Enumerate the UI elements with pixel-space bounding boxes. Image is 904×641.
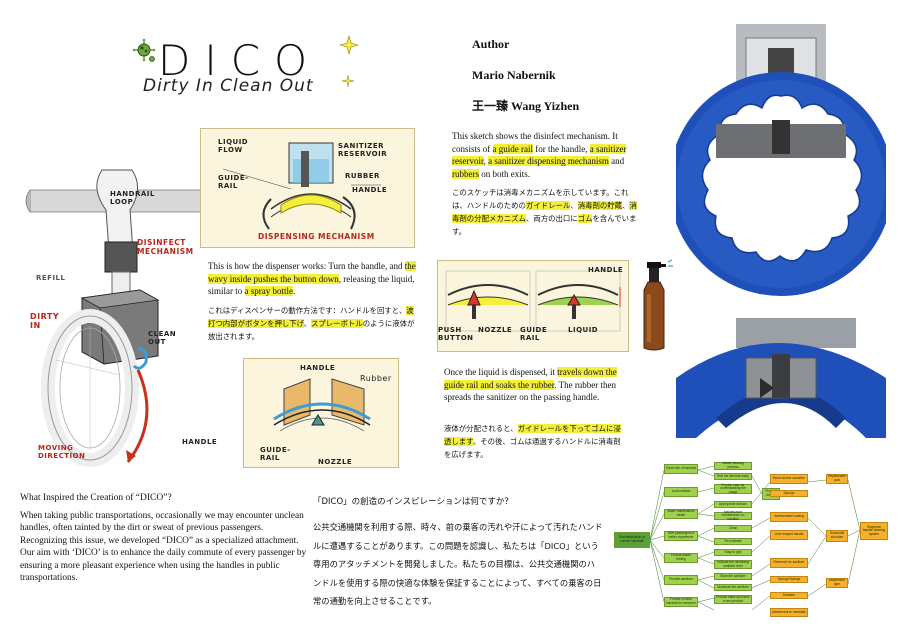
flow-node: Store the sanitizer xyxy=(714,573,752,580)
label-guide-rail-3: GUIDE RAIL xyxy=(520,326,548,342)
logo-virus-icon xyxy=(132,38,158,64)
label-rubber-2: Rubber xyxy=(360,374,392,383)
logo-title: DICO xyxy=(158,36,322,85)
label-push-button: PUSH BUTTON xyxy=(438,326,474,342)
flow-node: Make maintenance easier xyxy=(664,509,698,519)
label-rubber: RUBBER xyxy=(345,172,380,180)
flow-node: Clean xyxy=(714,525,752,532)
liquid-text-en: Once the liquid is dispensed, it travels… xyxy=(444,367,617,402)
flow-node: Replaceable part xyxy=(826,474,848,484)
flow-node: Provide sanitizer xyxy=(664,575,698,585)
inspiration-body-en: When taking public transportations, occa… xyxy=(20,511,307,584)
flow-node: Provide a clean handrail for everyone xyxy=(664,597,698,607)
render-ring-top xyxy=(676,24,886,312)
dispensing-caption: DISPENSING MECHANISM xyxy=(258,232,375,241)
flow-node: Reservoir for sanitizer xyxy=(770,558,808,568)
label-nozzle-3: NOZZLE xyxy=(478,326,513,334)
label-guide-rail-2: GUIDE-RAIL xyxy=(260,446,291,462)
flow-node: Attachment type xyxy=(826,578,848,588)
label-clean-out: CLEAN OUT xyxy=(148,330,177,346)
push-button-sketch xyxy=(437,260,629,352)
inspiration-heading-en: What Inspired the Creation of “DICO”? xyxy=(20,493,172,503)
sparkle-icon xyxy=(338,34,360,56)
flow-node: Brush and/or scrubber xyxy=(770,474,808,484)
label-nozzle-2: NOZZLE xyxy=(318,458,353,466)
flow-node: Attachment to handrails xyxy=(770,608,808,617)
flow-node: Liner shaped handle xyxy=(770,530,808,540)
inspiration-body-jp: 公共交通機関を利用する際、時々、前の乗客の汚れや汗によって汚れたハンドルに遭遇す… xyxy=(313,522,603,606)
label-guide-rail: GUIDE-RAIL xyxy=(218,174,249,190)
flow-node: Rub the film/anti-nasty xyxy=(714,473,752,480)
flow-node: Look intuitive xyxy=(664,487,698,497)
label-handle-3: HANDLE xyxy=(588,266,624,274)
inspiration-heading-jp: 「DICO」の創造のインスピレーションは何ですか？ xyxy=(313,497,513,507)
label-refill: REFILL xyxy=(36,274,66,282)
label-handle-1: HANDLE xyxy=(352,186,388,194)
flow-node: Antimicrobial coating xyxy=(770,512,808,522)
label-dirty-in: DIRTY IN xyxy=(30,312,60,330)
flow-node: Sanitizer xyxy=(770,592,808,599)
flow-node: Give passengers a better experience xyxy=(664,531,698,541)
dispenser-text-en: This is how the dispenser works: Turn th… xyxy=(208,261,416,296)
label-disinfect-mechanism: DISINFECT MECHANISM xyxy=(137,238,194,256)
nozzle-sketch xyxy=(243,358,399,468)
flow-node: Easy to grip xyxy=(714,549,752,556)
flow-node: Initiate cleaning process xyxy=(714,462,752,470)
flow-node: Indicate the remaining sanitizer level xyxy=(714,560,752,569)
liquid-text-jp: 液体が分配されると、ガイドレールを下ってゴムに浸透します。その後、ゴムは通過する… xyxy=(444,424,621,459)
author-heading: Author xyxy=(472,37,510,51)
logo-subtitle: Dirty In Clean Out xyxy=(143,76,314,96)
label-moving-direction: MOVING DIRECTION xyxy=(38,444,86,460)
dispensing-mechanism-sketch xyxy=(200,128,415,248)
flow-node: Disgenics handle cleaning system xyxy=(860,522,888,540)
flow-node: Clean film of handrail xyxy=(664,464,698,474)
flow-node: Re-evaluate xyxy=(714,538,752,545)
flow-node: Maintenance maintenance on handles xyxy=(714,510,752,521)
flow-node: Sponge xyxy=(770,490,808,497)
spray-bottle-image xyxy=(634,258,674,354)
label-liquid: LIQUID xyxy=(568,326,599,334)
mechanism-text-jp: このスケッチは消毒メカニズムを示しています。これは、ハンドルのためのガイドレール… xyxy=(452,188,637,236)
flow-node: Distribute the sanitizer xyxy=(714,584,752,591)
flow-node: Appropriate division xyxy=(714,501,752,508)
author-name-1: Mario Nabernik xyxy=(472,68,556,82)
flow-node: Horizontal structure xyxy=(826,530,848,542)
label-handrail-loop: HANDRAIL LOOP xyxy=(110,190,155,206)
main-device-sketch xyxy=(20,150,225,470)
flow-node: Provide sales and have a new product xyxy=(714,595,752,604)
sparkle-small-icon xyxy=(341,72,355,88)
render-ring-bottom xyxy=(676,318,886,438)
flow-node-root: Standardization of current handrails xyxy=(614,532,650,548)
dispenser-text-jp: これはディスペンサーの動作方法です：ハンドルを回すと、波打つ内部がボタンを押し下… xyxy=(208,306,415,341)
flow-node: Sponge/Sponge xyxy=(770,576,808,583)
label-handle: HANDLE xyxy=(182,438,218,446)
label-liquid-flow: LIQUID FLOW xyxy=(218,138,249,154)
flow-node: Provide easier feeling xyxy=(664,553,698,563)
label-sanitizer-reservoir: SANITIZER RESERVOIR xyxy=(338,142,388,158)
flow-node: Provide ease for understanding the usage xyxy=(714,483,752,494)
author-name-2: 王一臻 Wang Yizhen xyxy=(472,99,580,113)
function-flowchart: Standardization of current handrails Cle… xyxy=(612,460,892,620)
mechanism-text-en: This sketch shows the disinfect mechanis… xyxy=(452,131,627,179)
label-handle-2: HANDLE xyxy=(300,364,336,372)
